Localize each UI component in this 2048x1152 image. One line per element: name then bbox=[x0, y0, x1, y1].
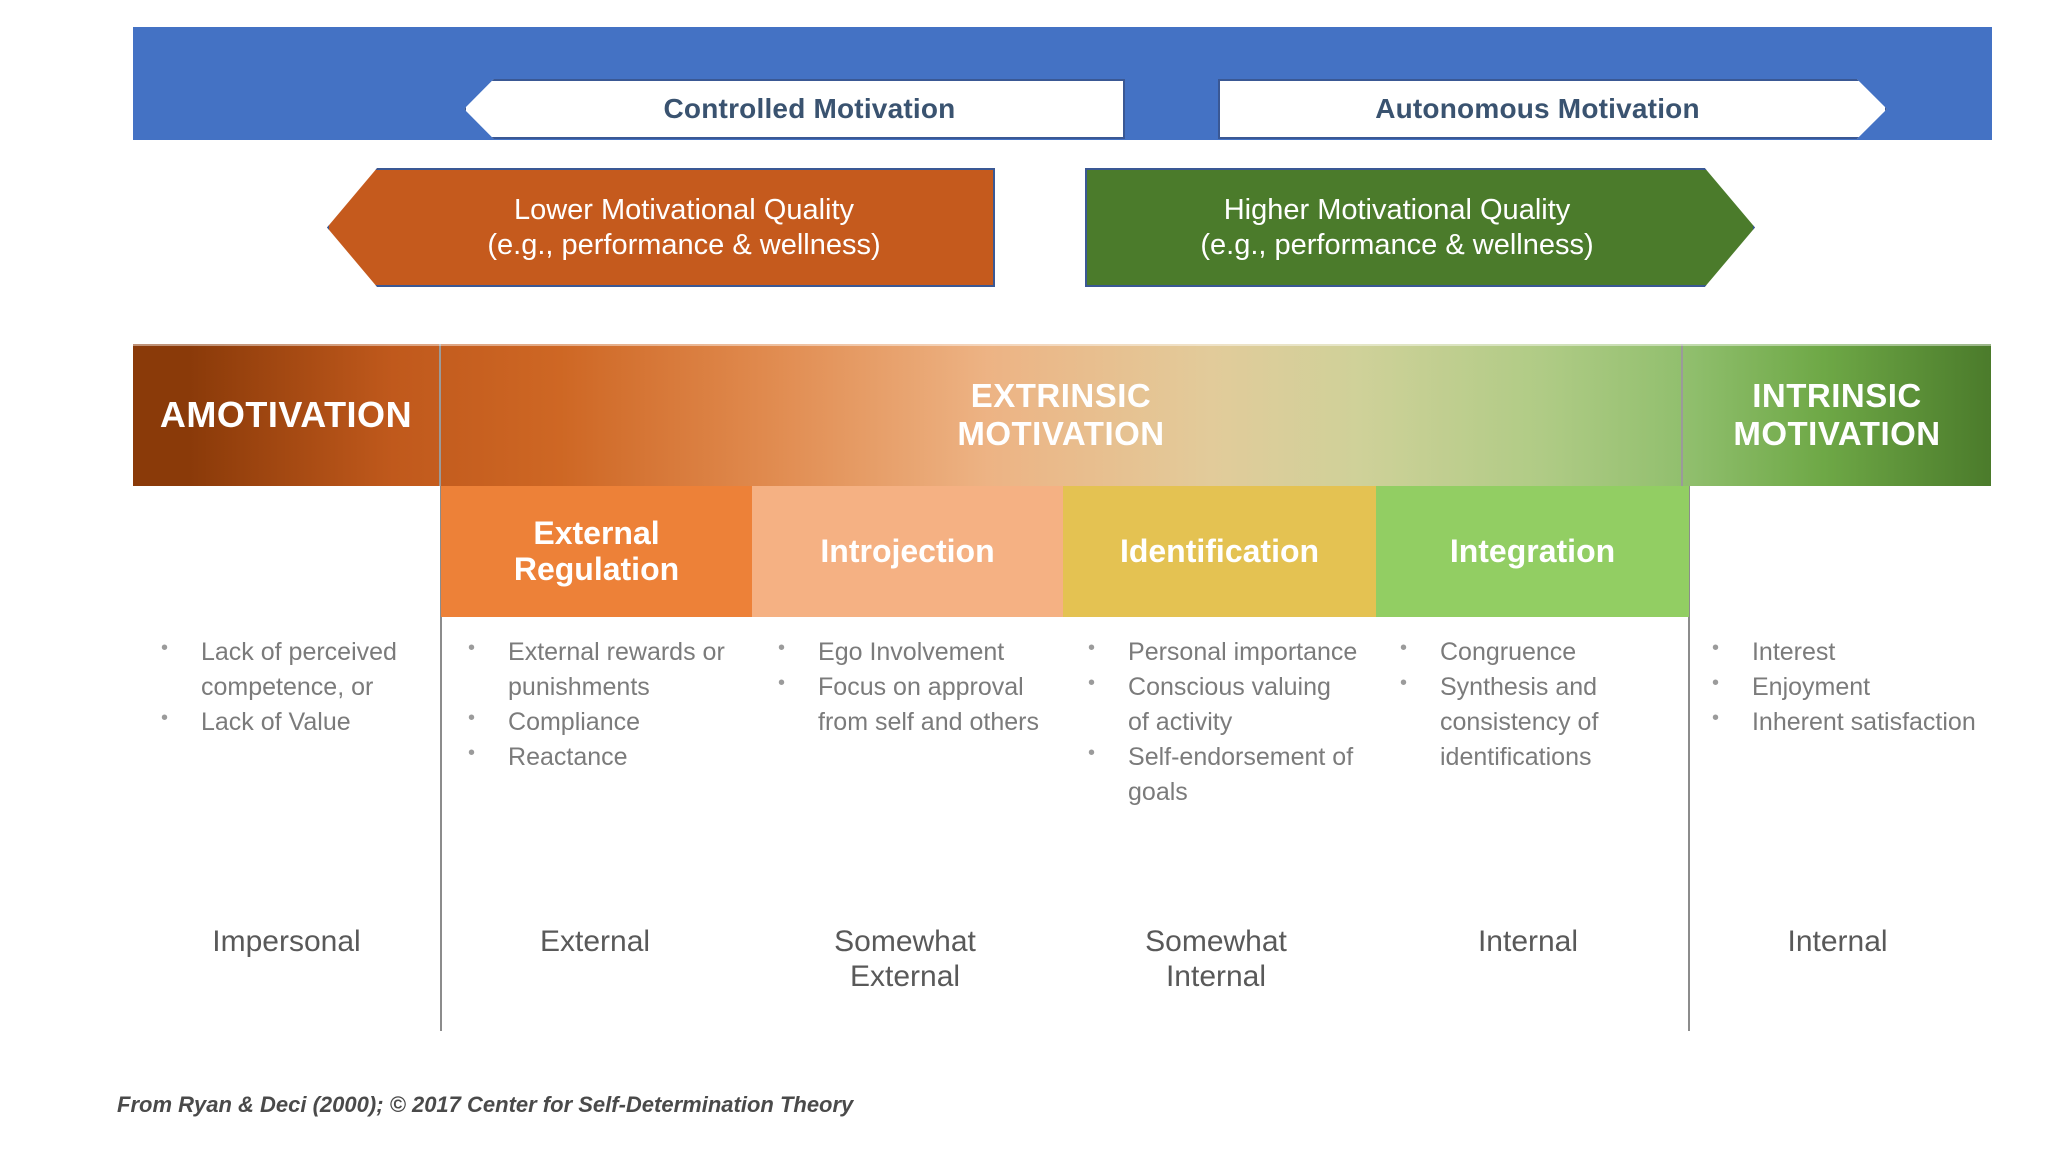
higher-quality-line1: Higher Motivational Quality bbox=[1223, 193, 1571, 226]
list-item: Lack of Value bbox=[147, 704, 426, 740]
controlled-motivation-label: Controlled Motivation bbox=[663, 93, 956, 124]
locus-intrinsic-motivation: Internal bbox=[1684, 912, 1991, 1042]
regulation-chip-external-regulation: External Regulation bbox=[441, 486, 752, 617]
locus-introjection-label: Somewhat External bbox=[834, 924, 976, 995]
list-item: Conscious valuing of activity bbox=[1074, 669, 1358, 740]
autonomous-motivation-chevron: Autonomous Motivation bbox=[1218, 79, 1887, 139]
lower-quality-line2: (e.g., performance & wellness) bbox=[487, 228, 881, 261]
locus-integration-label: Internal bbox=[1477, 925, 1579, 958]
motivation-continuum-band: AMOTIVATION EXTRINSIC MOTIVATION INTRINS… bbox=[133, 344, 1991, 486]
list-item: Synthesis and consistency of identificat… bbox=[1386, 669, 1670, 775]
list-item: Compliance bbox=[454, 704, 736, 740]
controlled-motivation-chevron: Controlled Motivation bbox=[464, 79, 1125, 139]
locus-amotivation-label: Impersonal bbox=[212, 925, 361, 958]
regulation-chip-identification: Identification bbox=[1063, 486, 1376, 617]
attribution-footer: From Ryan & Deci (2000); © 2017 Center f… bbox=[117, 1092, 854, 1117]
bullets-introjection: Ego Involvement Focus on approval from s… bbox=[750, 617, 1060, 872]
band-extrinsic-line1: EXTRINSIC bbox=[970, 377, 1152, 415]
locus-identification-label: Somewhat Internal bbox=[1145, 924, 1287, 995]
locus-introjection-line2: External bbox=[849, 960, 961, 994]
list-item: Focus on approval from self and others bbox=[764, 669, 1046, 740]
regulation-headers: External Regulation Introjection Identif… bbox=[441, 486, 1689, 617]
list-item: Reactance bbox=[454, 739, 736, 775]
band-intrinsic-line1: INTRINSIC bbox=[1752, 377, 1922, 415]
regulation-chip-introjection: Introjection bbox=[752, 486, 1063, 617]
reg0-line1: External bbox=[533, 514, 660, 551]
list-item: Congruence bbox=[1386, 634, 1670, 670]
bullets-integration: Congruence Synthesis and consistency of … bbox=[1372, 617, 1684, 872]
bullets-identification: Personal importance Conscious valuing of… bbox=[1060, 617, 1372, 872]
reg3-line1: Integration bbox=[1449, 532, 1616, 569]
list-item: Personal importance bbox=[1074, 634, 1358, 670]
list-item: Ego Involvement bbox=[764, 634, 1046, 670]
locus-identification-line1: Somewhat bbox=[1145, 925, 1287, 958]
list-item: Inherent satisfaction bbox=[1698, 704, 1977, 740]
band-extrinsic-line2: MOTIVATION bbox=[957, 415, 1165, 452]
autonomous-motivation-label: Autonomous Motivation bbox=[1375, 93, 1700, 124]
list-item: Self-endorsement of goals bbox=[1074, 739, 1358, 810]
divider-amotivation-extrinsic bbox=[440, 486, 442, 1031]
locus-integration: Internal bbox=[1372, 912, 1684, 1042]
band-intrinsic-line2: MOTIVATION bbox=[1733, 415, 1941, 452]
locus-intrinsic-motivation-label: Internal bbox=[1787, 925, 1888, 958]
band-intrinsic-text: INTRINSIC MOTIVATION bbox=[1733, 377, 1940, 453]
band-extrinsic-text: EXTRINSIC MOTIVATION bbox=[957, 377, 1164, 453]
divider-extrinsic-intrinsic bbox=[1688, 486, 1690, 1031]
lower-quality-line1: Lower Motivational Quality bbox=[513, 193, 855, 226]
band-extrinsic-motivation: EXTRINSIC MOTIVATION bbox=[441, 344, 1683, 486]
band-intrinsic-motivation: INTRINSIC MOTIVATION bbox=[1683, 344, 1991, 486]
locus-identification: Somewhat Internal bbox=[1060, 912, 1372, 1042]
locus-introjection: Somewhat External bbox=[750, 912, 1060, 1042]
locus-external-regulation-label: External bbox=[539, 925, 651, 958]
bullets-external-regulation: External rewards or punishments Complian… bbox=[440, 617, 750, 872]
regulation-chip-external-regulation-text: External Regulation bbox=[513, 514, 680, 588]
locus-amotivation: Impersonal bbox=[133, 912, 440, 1042]
description-columns: Lack of perceived competence, or Lack of… bbox=[133, 617, 1991, 872]
higher-quality-line2: (e.g., performance & wellness) bbox=[1200, 228, 1594, 261]
bullets-intrinsic-motivation: Interest Enjoyment Inherent satisfaction bbox=[1684, 617, 1991, 872]
locus-row: Impersonal External Somewhat External So… bbox=[133, 912, 1991, 1042]
reg2-line1: Identification bbox=[1119, 532, 1320, 569]
lower-quality-arrow: Lower Motivational Quality (e.g., perfor… bbox=[327, 168, 995, 287]
motivation-banner: Controlled Motivation Autonomous Motivat… bbox=[133, 27, 1992, 140]
list-item: Enjoyment bbox=[1698, 669, 1977, 705]
reg1-line1: Introjection bbox=[820, 532, 995, 569]
regulation-chip-integration: Integration bbox=[1376, 486, 1689, 617]
list-item: External rewards or punishments bbox=[454, 634, 736, 705]
locus-identification-line2: Internal bbox=[1165, 960, 1267, 994]
locus-external-regulation: External bbox=[440, 912, 750, 1042]
higher-quality-arrow: Higher Motivational Quality (e.g., perfo… bbox=[1085, 168, 1755, 287]
band-amotivation: AMOTIVATION bbox=[133, 344, 441, 486]
bullets-amotivation: Lack of perceived competence, or Lack of… bbox=[133, 617, 440, 872]
list-item: Interest bbox=[1698, 634, 1977, 670]
band-amotivation-label: AMOTIVATION bbox=[159, 394, 413, 436]
locus-introjection-line1: Somewhat bbox=[834, 925, 976, 958]
reg0-line2: Regulation bbox=[513, 550, 680, 587]
list-item: Lack of perceived competence, or bbox=[147, 634, 426, 705]
